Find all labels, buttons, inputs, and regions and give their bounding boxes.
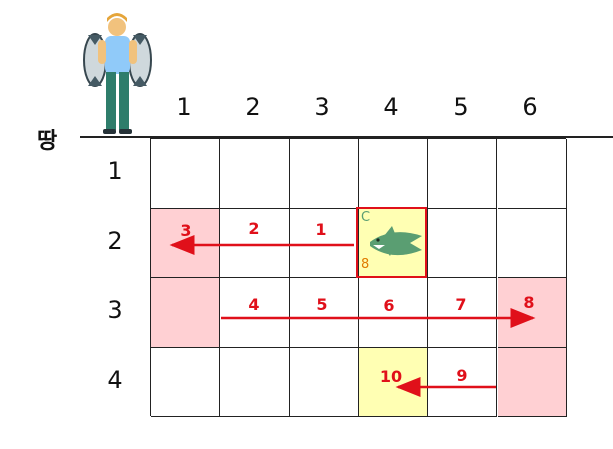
row-label-1: 1 [107,157,123,185]
land-label: 땅 [37,129,58,154]
step-number: 3 [180,221,192,240]
row-label-4: 4 [107,366,123,394]
step-number: 9 [456,366,468,385]
step-number: 10 [379,367,403,386]
step-number: 8 [523,293,535,312]
grid-cell [428,347,498,417]
step-number: 7 [455,295,467,314]
grid-cell [220,278,290,348]
grid-cell-highlight [151,278,221,348]
column-label-6: 6 [522,93,538,121]
grid-cell [497,139,567,209]
grid-cell [220,139,290,209]
ground-line [80,136,613,138]
column-label-2: 2 [245,93,261,121]
grid-cell [289,208,359,278]
grid-cell [220,347,290,417]
grid-cell [289,139,359,209]
fisherman-icon [83,13,152,134]
step-number: 4 [248,295,260,314]
grid-cell [428,139,498,209]
row-label-2: 2 [107,227,123,255]
grid-cell [289,278,359,348]
shark-label-bottom: 8 [361,257,370,272]
step-number: 6 [383,296,395,315]
grid-cell [151,347,221,417]
column-label-3: 3 [314,93,330,121]
grid-cell [289,347,359,417]
shark-cell-border [356,207,427,278]
step-number: 1 [315,220,327,239]
grid-cell [497,208,567,278]
grid-cell [220,208,290,278]
grid-cell-highlight [497,347,567,417]
column-label-5: 5 [453,93,469,121]
column-label-1: 1 [176,93,192,121]
shark-label-top: C [361,210,371,225]
grid-cell [358,278,429,348]
grid-cell [428,278,498,348]
step-number: 2 [248,219,260,238]
column-label-4: 4 [383,93,399,121]
grid-cell [428,208,498,278]
shark-icon [370,226,422,256]
grid-cell [151,139,221,209]
step-number: 5 [316,295,328,314]
row-label-3: 3 [107,296,123,324]
